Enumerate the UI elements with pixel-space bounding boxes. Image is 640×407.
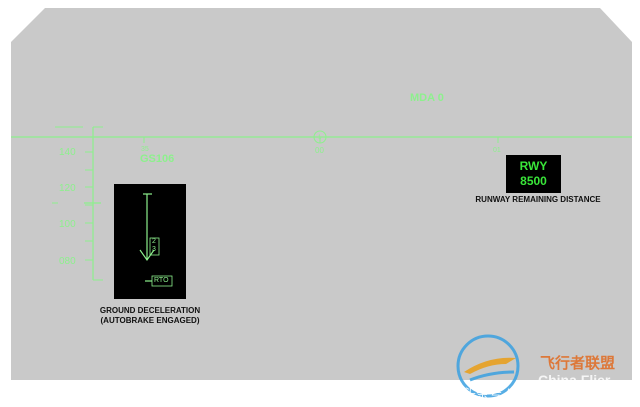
decel-arrow-icon — [139, 193, 173, 287]
watermark-brand-en: China Flier — [538, 372, 611, 388]
speed-label-080: 080 — [59, 256, 76, 267]
runway-remaining-display: RWY 8500 — [506, 155, 561, 193]
speed-label-120: 120 — [59, 183, 76, 194]
decel-digit-top: 2 — [152, 238, 156, 245]
groundspeed-readout: GS106 — [140, 153, 175, 165]
heading-center-marker — [313, 130, 327, 144]
watermark-source: 头条号 / 航空维修专业者 — [463, 386, 604, 401]
rwy-distance: 8500 — [520, 174, 547, 188]
mda-readout: MDA 0 — [410, 92, 444, 104]
decel-caption-line1: GROUND DECELERATION — [99, 306, 201, 315]
decel-digit-bottom: 3 — [152, 246, 156, 253]
rwy-label: RWY — [519, 159, 548, 173]
runway-remaining-caption: RUNWAY REMAINING DISTANCE — [475, 195, 601, 204]
decel-caption-line2: (AUTOBRAKE ENGAGED) — [100, 316, 200, 325]
china-flier-logo-icon — [456, 334, 520, 398]
speed-tape-ticks — [85, 151, 93, 261]
heading-label-01: 01 — [493, 147, 501, 154]
speed-label-100: 100 — [59, 219, 76, 230]
speed-label-140: 140 — [59, 147, 76, 158]
heading-center-value: 1 — [318, 135, 322, 141]
rto-label: RTO — [154, 277, 169, 284]
heading-label-35: 35 — [141, 146, 149, 153]
watermark-brand: 飞行者联盟 — [540, 355, 616, 372]
decel-display: 2 3 RTO — [114, 184, 186, 299]
heading-label-00: 00 — [315, 146, 324, 155]
